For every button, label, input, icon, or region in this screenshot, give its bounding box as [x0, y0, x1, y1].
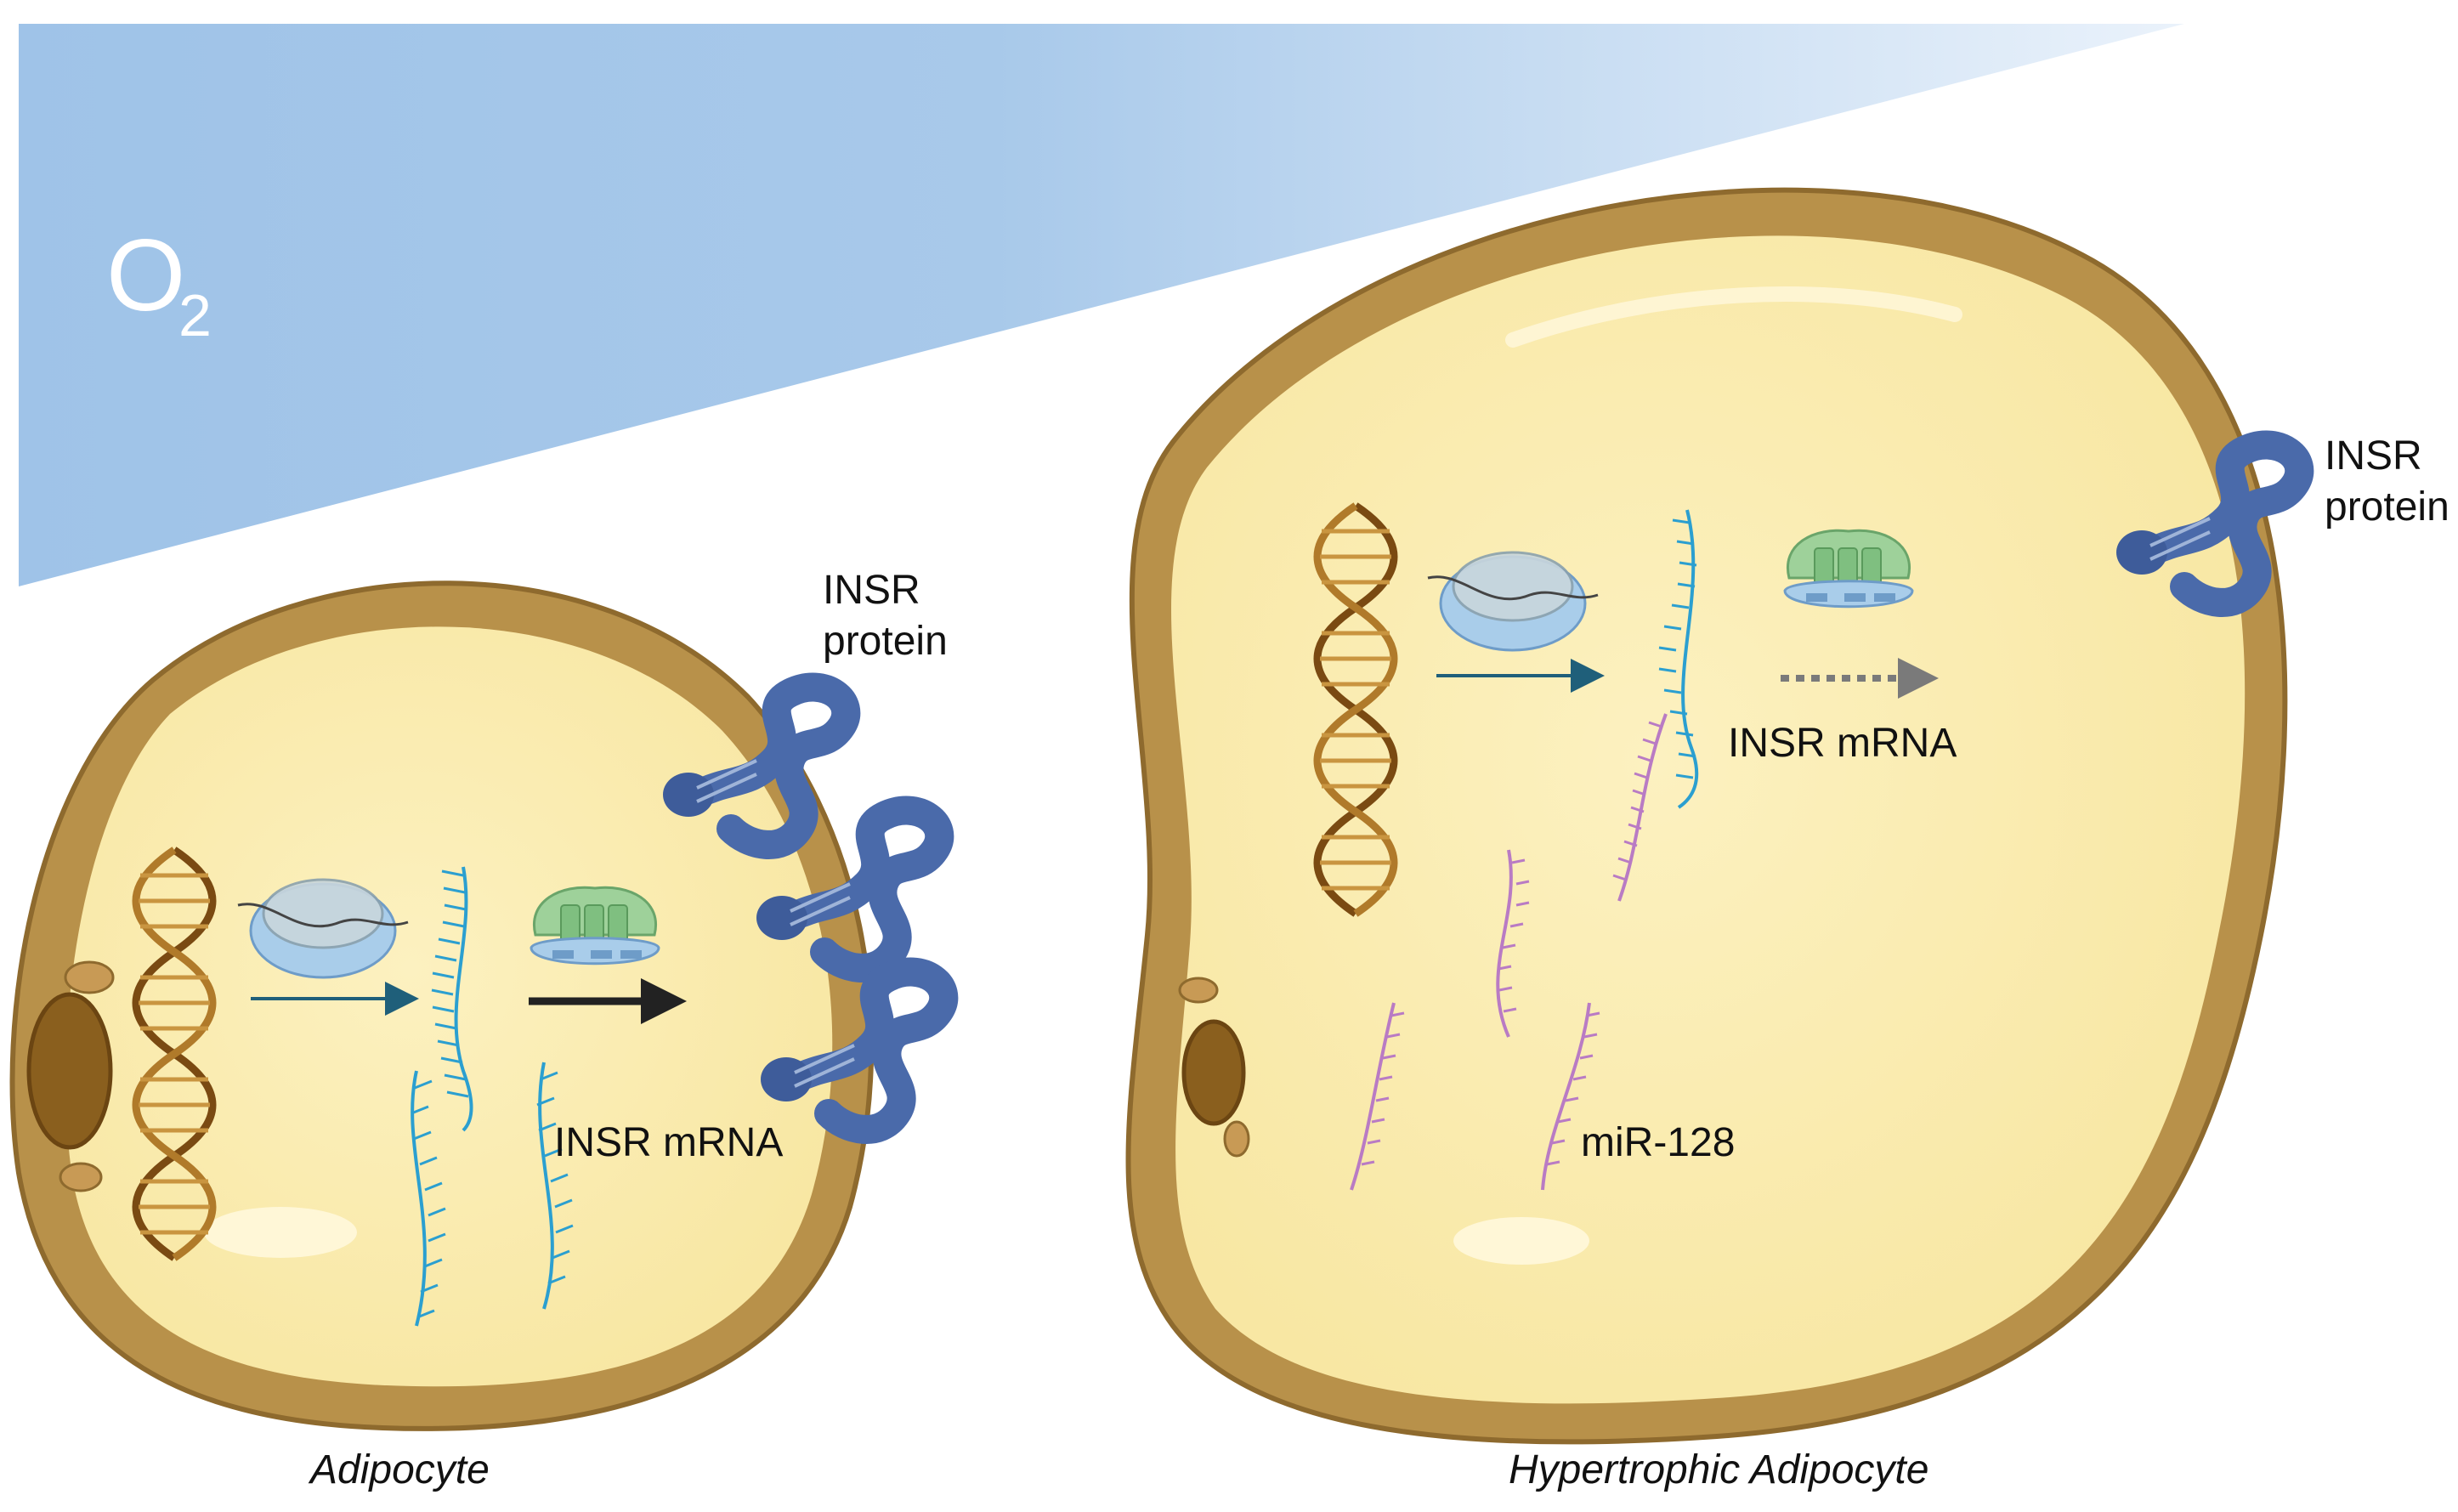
left-protein-label-line1: INSR: [823, 568, 920, 613]
left-mrna-label: INSR mRNA: [554, 1120, 783, 1165]
mitochondrion-icon: [64, 960, 115, 994]
nucleus: [1181, 1019, 1246, 1126]
mitochondrion-icon: [1223, 1120, 1250, 1158]
mrna-bases: [1658, 518, 1697, 779]
adipocyte-cell: [9, 580, 875, 1431]
left-protein-label-line2: protein: [823, 619, 948, 664]
right-mrna-label: INSR mRNA: [1728, 721, 1957, 766]
left-cell-caption: Adipocyte: [308, 1447, 490, 1492]
mitochondrion-icon: [1178, 977, 1219, 1004]
hypertrophic-adipocyte-cell: [1125, 187, 2288, 1445]
mrna-strand: [411, 866, 554, 1327]
ribosome-icon: [530, 886, 660, 966]
mirna-bases: [1361, 721, 1662, 1166]
oxygen-subscript: 2: [178, 282, 212, 348]
right-cell-caption: Hypertrophic Adipocyte: [1509, 1447, 1928, 1492]
mrna-bases: [411, 869, 574, 1319]
oxygen-symbol: O: [106, 218, 185, 332]
ribosome-icon: [1783, 529, 1914, 609]
mitochondrion-icon: [59, 1162, 103, 1192]
right-protein-label-line1: INSR: [2325, 433, 2422, 479]
oxygen-gradient-wedge: [19, 24, 2184, 586]
nucleus: [26, 992, 113, 1150]
mirna-label: miR-128: [1581, 1120, 1735, 1165]
right-protein-label-line2: protein: [2325, 484, 2450, 529]
